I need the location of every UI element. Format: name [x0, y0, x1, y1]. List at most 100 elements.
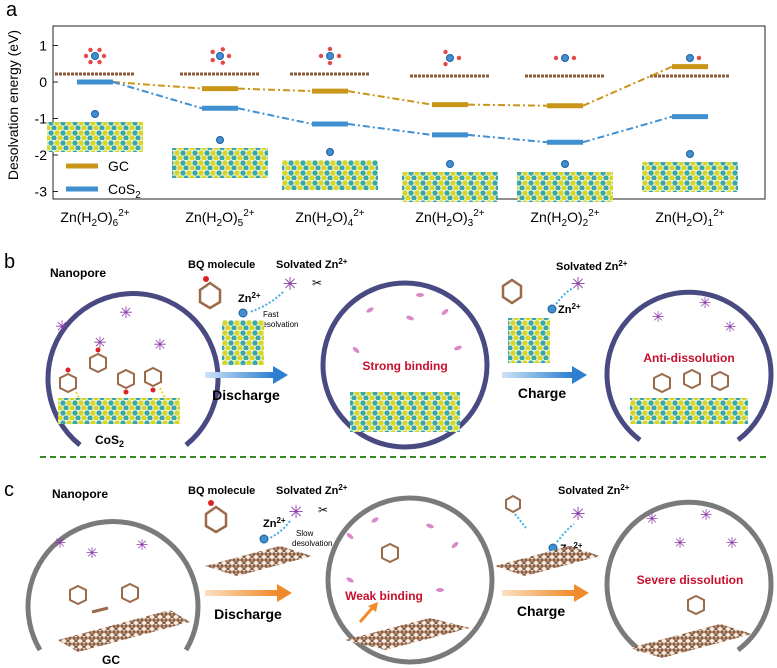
solvated-zn-label-c2: Solvated Zn2+: [558, 483, 630, 497]
zn-ion: [216, 52, 224, 60]
solvated-zn-label-2: Solvated Zn2+: [556, 259, 628, 273]
scissor-icon: ✂: [312, 276, 322, 290]
series-connector: [347, 122, 433, 136]
discharge-label: Discharge: [212, 387, 280, 403]
severe-dissolution-label: Severe dissolution: [637, 573, 744, 587]
water-o: [88, 59, 93, 65]
cos2-slab-mini: [47, 122, 143, 152]
zn-ion: [561, 160, 569, 168]
nanopore-arc-2: [604, 289, 774, 443]
cos2-slab-mini: [642, 162, 738, 192]
zn-ion: [446, 54, 454, 62]
y-tick-label: 0: [39, 74, 47, 90]
cos2-slab-mini: [282, 160, 378, 190]
charge-arrow-c: [502, 590, 574, 596]
zn-ion: [446, 160, 454, 168]
series-connector: [467, 103, 548, 107]
svg-text:✂: ✂: [318, 503, 328, 517]
svg-text:✳: ✳: [86, 545, 99, 562]
svg-text:✳: ✳: [652, 309, 665, 326]
water-o: [83, 53, 89, 59]
water-o: [88, 47, 93, 53]
water-o: [696, 55, 702, 61]
y-tick-label: 1: [39, 38, 47, 54]
charge-label: Charge: [518, 385, 566, 401]
weak-binding-label: Weak binding: [345, 589, 423, 603]
strong-binding-label: Strong binding: [362, 359, 447, 373]
svg-text:✳: ✳: [570, 504, 585, 524]
gc-label: GC: [102, 653, 120, 667]
water-o: [210, 57, 215, 63]
zn-label-2: Zn2+: [558, 302, 581, 316]
gc-sheet: [58, 610, 190, 652]
series-connector: [467, 133, 548, 144]
svg-text:✳: ✳: [570, 274, 585, 294]
zn-ion: [326, 148, 334, 156]
panel-b: b Nanopore CoS2 ✳ ✳ ✳ ✳ BQ molecule Solv…: [4, 251, 774, 450]
nanopore-arc-c2: [604, 499, 774, 653]
nanopore-label: Nanopore: [50, 266, 106, 280]
x-tick-label: Zn(H2O)52+: [185, 208, 254, 229]
svg-text:✳: ✳: [700, 507, 713, 524]
x-tick-label: Zn(H2O)32+: [415, 208, 484, 229]
svg-text:✳: ✳: [136, 537, 149, 554]
panel-a-label: a: [6, 0, 18, 21]
water-o: [327, 46, 333, 52]
zn-ion: [91, 52, 99, 60]
series-connector: [112, 81, 203, 90]
nanopore-label-c: Nanopore: [52, 487, 108, 501]
nanopore-circle: [320, 280, 490, 450]
zn-ion: [91, 110, 99, 118]
bq-molecule-label-c: BQ molecule: [188, 485, 255, 497]
water-o: [97, 59, 102, 65]
series-layer: [77, 64, 708, 145]
water-o: [318, 53, 324, 59]
y-ticks: 10-1-2-3: [35, 38, 58, 200]
series-connector: [347, 90, 433, 106]
zn-star: ✳: [282, 274, 297, 294]
zn-ion: [561, 54, 569, 62]
svg-text:✳: ✳: [726, 535, 739, 552]
charge-label-c: Charge: [517, 603, 565, 619]
y-tick-label: -2: [35, 147, 48, 163]
panel-c-label: c: [4, 479, 14, 501]
svg-text:✳: ✳: [674, 535, 687, 552]
panel-a: a Desolvation energy (eV) 10-1-2-3 Zn(H2…: [5, 0, 766, 229]
anti-dissolution-label: Anti-dissolution: [643, 351, 734, 365]
water-o: [443, 49, 448, 55]
structure-illustrations: [47, 46, 738, 202]
desolvation-label-c: desolvation: [292, 539, 332, 548]
bq-molecule-label: BQ molecule: [188, 259, 255, 271]
svg-text:✳: ✳: [724, 319, 737, 336]
x-tick-label: Zn(H2O)42+: [295, 208, 364, 229]
zn-ion: [686, 150, 694, 158]
series-connector: [237, 87, 313, 93]
water-o: [571, 55, 577, 61]
zn-label: Zn2+: [238, 291, 261, 305]
discharge-arrow-c: [205, 590, 277, 596]
x-tick-label: Zn(H2O)62+: [60, 208, 129, 229]
svg-text:✳: ✳: [646, 511, 659, 528]
legend-gc-label: GC: [108, 158, 129, 174]
y-axis-label: Desolvation energy (eV): [5, 30, 21, 180]
series-connector: [582, 115, 673, 144]
water-o: [336, 53, 342, 59]
water-o: [101, 53, 107, 59]
solvated-zn-stars: ✳ ✳ ✳ ✳: [55, 305, 166, 354]
dissolved-species: [352, 293, 462, 353]
x-ticks: Zn(H2O)62+ Zn(H2O)52+ Zn(H2O)42+ Zn(H2O)32+…: [60, 208, 724, 229]
water-o: [443, 61, 448, 67]
solvated-zn-label: Solvated Zn2+: [276, 257, 348, 271]
nanopore-circle-c: [325, 495, 495, 665]
zn-ion: [216, 136, 224, 144]
charge-arrow: [502, 372, 572, 378]
series-connector: [582, 65, 673, 107]
water-o: [97, 47, 102, 53]
water-o: [553, 55, 559, 61]
panel-c: c Nanopore GC ✳ ✳ ✳ BQ molecule Solvated…: [4, 479, 774, 667]
nanopore-arc: [45, 291, 221, 447]
x-tick-label: Zn(H2O)12+: [655, 208, 724, 229]
fast-label: Fast: [263, 310, 279, 319]
svg-text:✳: ✳: [55, 319, 68, 336]
